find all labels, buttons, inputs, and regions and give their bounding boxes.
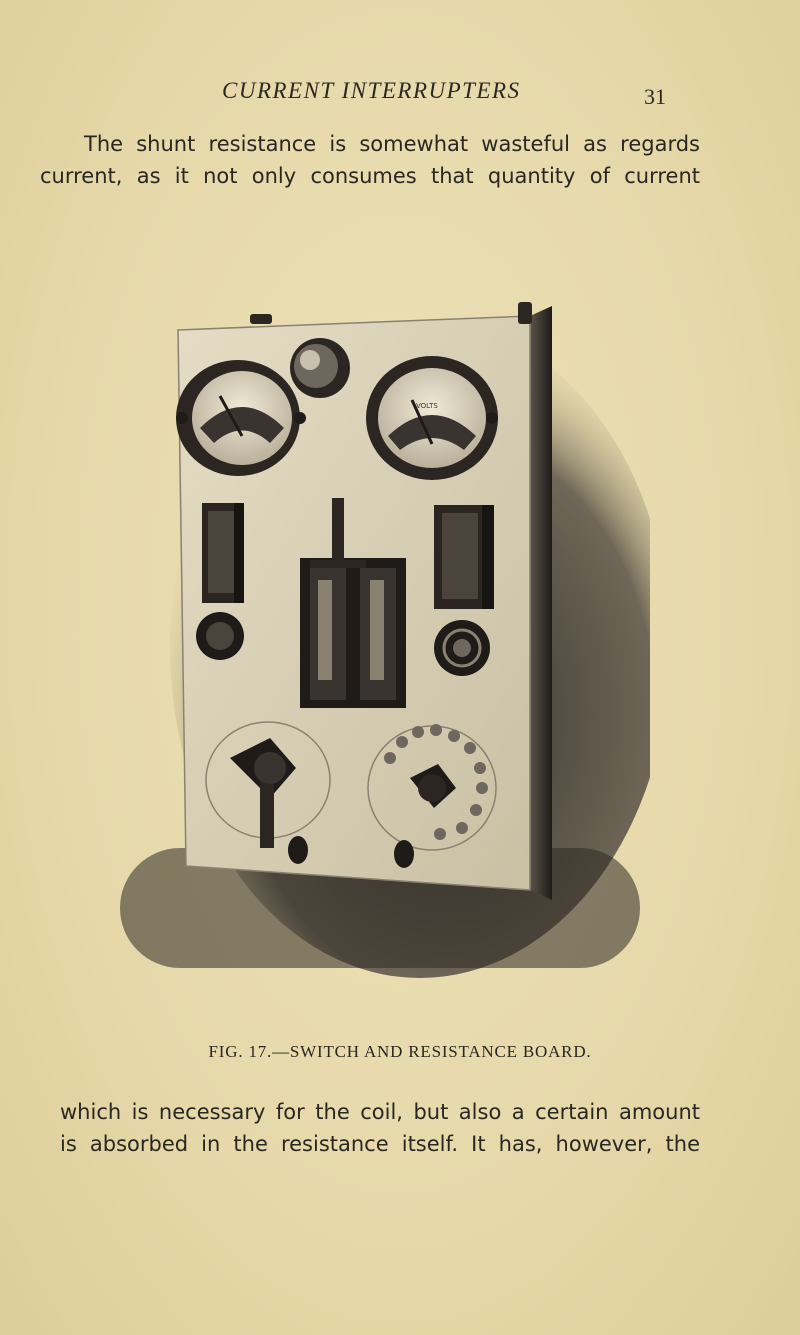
left-fuse-block [202, 503, 244, 603]
right-knob [434, 620, 490, 676]
paragraph-bottom: which is necessary for the coil, but als… [60, 1096, 700, 1160]
text-line: which is necessary for the coil, but als… [60, 1100, 700, 1124]
left-knob [196, 612, 244, 660]
right-rheostat [367, 724, 497, 851]
board-edge [530, 306, 552, 900]
page-number: 31 [644, 84, 666, 109]
right-meter: VOLTS [366, 356, 498, 480]
screw-icon [518, 302, 532, 324]
screw-icon [250, 314, 272, 324]
terminal-icon [394, 840, 414, 868]
indicator-lamp [290, 338, 350, 398]
switch-resistance-board-illustration: VOLTS [120, 302, 650, 978]
text-line: current, as it not only consumes that qu… [40, 164, 700, 188]
text-line: is absorbed in the resistance itself. It… [60, 1132, 700, 1156]
knife-switch [300, 498, 406, 708]
figure-caption: FIG. 17.—SWITCH AND RESISTANCE BOARD. [208, 1042, 592, 1061]
paragraph-top: The shunt resistance is somewhat wastefu… [40, 128, 700, 192]
meter-dial-label: VOLTS [416, 402, 438, 410]
left-meter [176, 360, 306, 476]
right-fuse-block [434, 505, 494, 609]
terminal-icon [288, 836, 308, 864]
left-rheostat [205, 721, 331, 848]
text-line: The shunt resistance is somewhat wastefu… [84, 132, 700, 156]
page-header: CURRENT INTERRUPTERS 31 [0, 78, 800, 112]
running-head: CURRENT INTERRUPTERS [222, 78, 521, 103]
